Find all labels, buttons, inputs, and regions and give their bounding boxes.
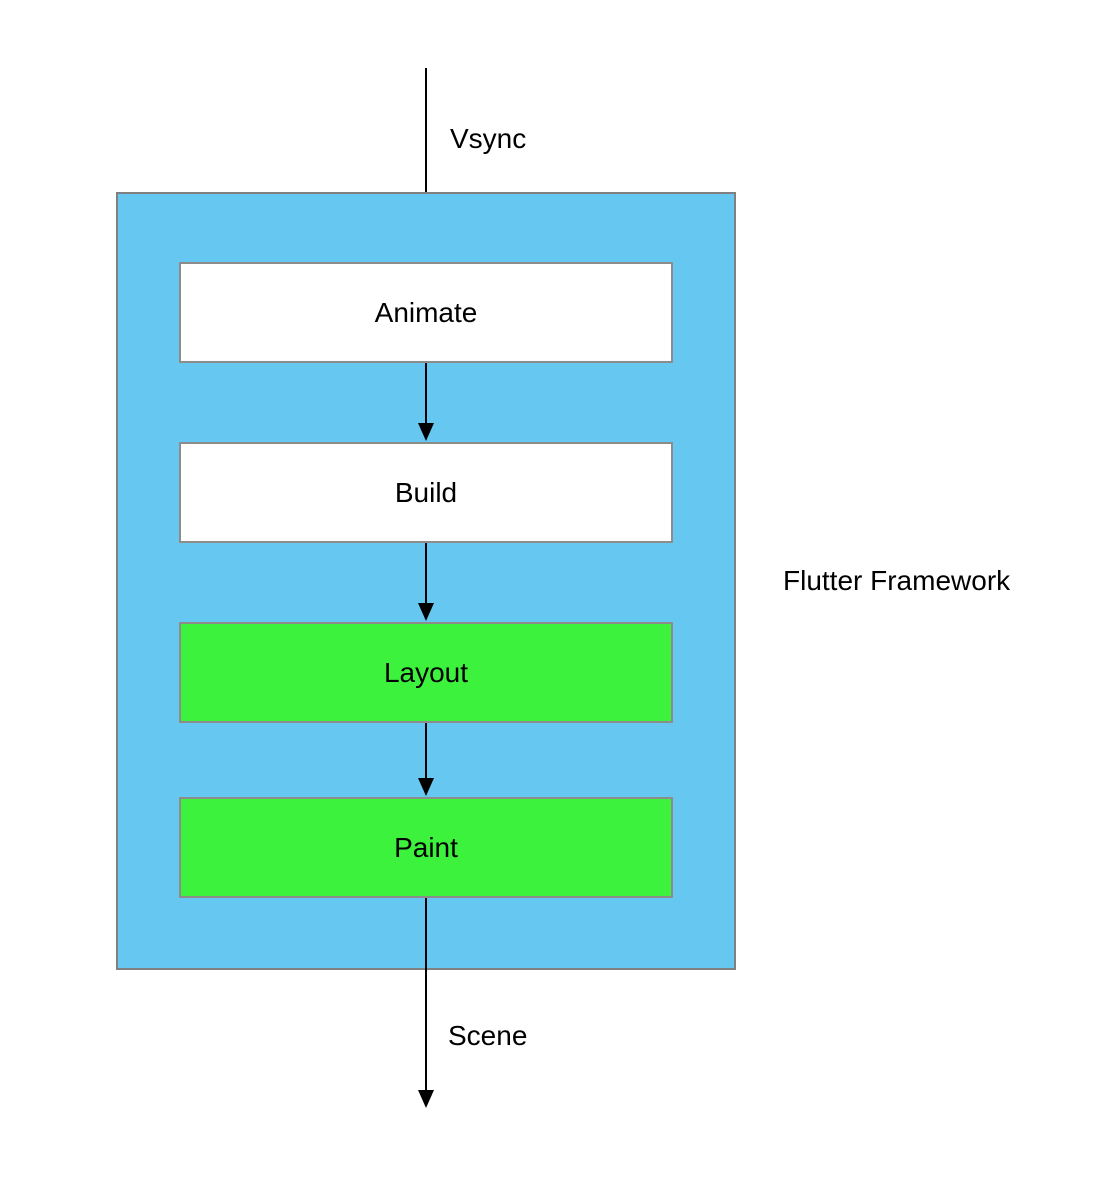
layout-to-paint-arrow-icon [418,723,434,796]
scene-arrowhead-icon [418,1090,434,1108]
stage-build: Build [179,442,673,543]
scene-label: Scene [448,1020,528,1051]
animate-to-build-arrowhead-icon [418,423,434,441]
layout-to-paint-arrow-line [425,723,427,778]
build-to-layout-arrowhead-icon [418,603,434,621]
stage-layout-label: Layout [383,656,469,688]
animate-to-build-arrow-line [425,363,427,423]
scene-arrow-line [425,898,427,1090]
vsync-arrow-line [425,68,427,244]
stage-animate: Animate [179,262,673,363]
build-to-layout-arrow-line [425,543,427,603]
animate-to-build-arrow-icon [418,363,434,441]
vsync-label: Vsync [450,123,527,154]
stage-animate-label: Animate [374,296,478,328]
scene-arrow-icon [418,898,434,1108]
build-to-layout-arrow-icon [418,543,434,621]
stage-layout: Layout [179,622,673,723]
flutter-framework-label: Flutter Framework [783,565,1011,596]
stage-paint: Paint [179,797,673,898]
layout-to-paint-arrowhead-icon [418,778,434,796]
stage-paint-label: Paint [394,831,458,863]
stage-build-label: Build [394,476,458,508]
